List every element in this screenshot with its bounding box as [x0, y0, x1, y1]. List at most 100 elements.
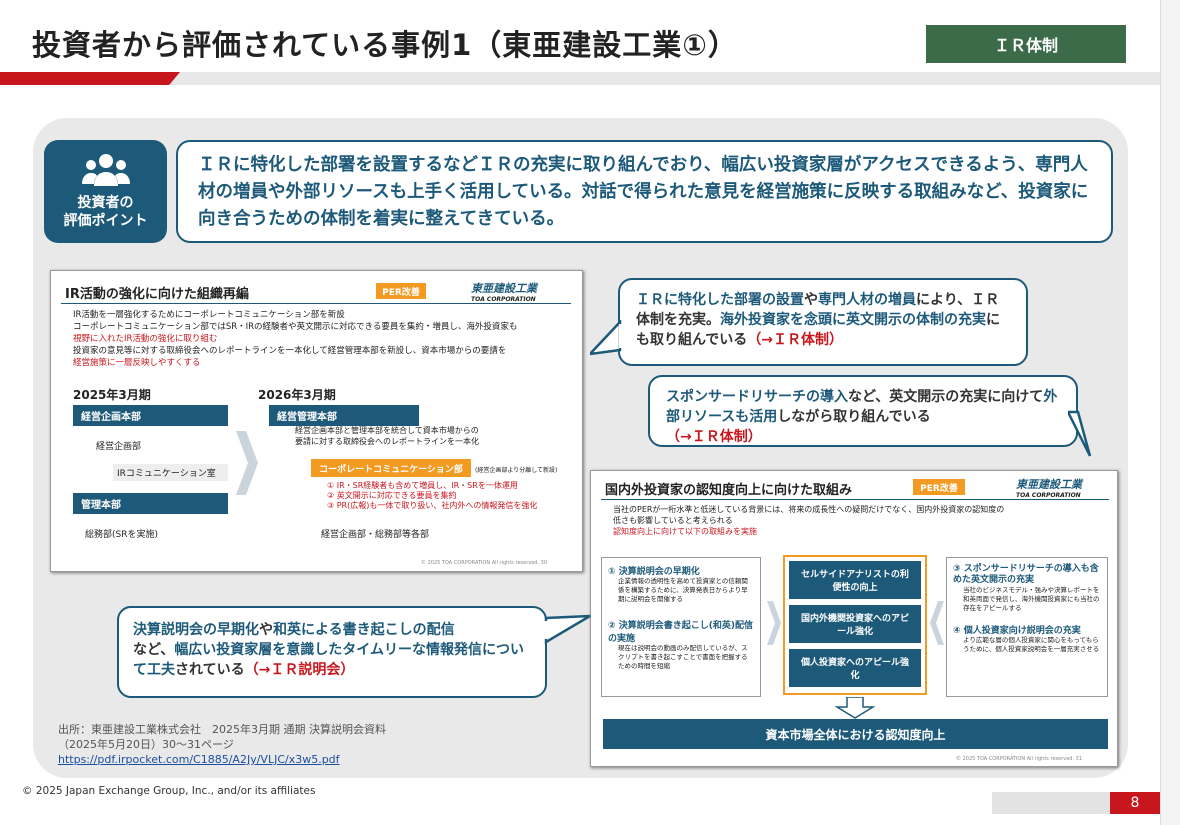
slide1-r-points: ① IR・SR経験者も含めて増員し、IR・SRを一体運用 ② 英文開示に対応でき…	[327, 481, 537, 511]
source-line-1: 出所：東亜建設工業株式会社 2025年3月期 通期 決算説明会資料	[58, 723, 386, 736]
arrow-left-icon	[930, 601, 944, 645]
slide1-bullet-1: IR活動を一層強化するためにコーポレートコミュニケーション部を新設	[73, 310, 345, 320]
slide2-logo-text: 東亜建設工業	[1016, 478, 1082, 491]
callout-earnings-briefing: 決算説明会の早期化や和英による書き起こしの配信など、幅広い投資家層を意識したタイ…	[117, 606, 547, 698]
header-accent	[0, 72, 180, 85]
footer-copyright: © 2025 Japan Exchange Group, Inc., and/o…	[22, 785, 316, 797]
slide2-bullet-1a: 当社のPERが一桁水準と低迷している背景には、将来の成長性への疑問だけでなく、国…	[613, 505, 1005, 514]
callout3-p4: など、	[133, 642, 175, 658]
slide2-logo-sub: TOA CORPORATION	[1016, 492, 1081, 499]
slide1-per-tag: PER改善	[376, 283, 426, 299]
slide1-bullet-2b: 視野に入れたIR活動の強化に取り組む	[73, 334, 218, 344]
callout3-pointer	[544, 614, 591, 645]
slide1-r-box2: コーポレートコミュニケーション部	[311, 459, 471, 477]
slide1-r-pt2: ② 英文開示に対応できる要員を集約	[327, 491, 457, 500]
callout3-p3: 和英による書き起こしの配信	[273, 622, 455, 638]
slide2-c3: 個人投資家へのアピール強化	[789, 649, 921, 687]
callout-ir-structure: ＩＲに特化した部署の設置や専門人材の増員により、ＩＲ体制を充実。海外投資家を念頭…	[618, 278, 1028, 366]
callout1-p1: ＩＲに特化した部署の設置	[636, 292, 804, 308]
slide2-right-box: ③ スポンサードリサーチの導入も含めた英文開示の充実 当社のビジネスモデル・強み…	[946, 557, 1108, 697]
slide2-l1-title: ① 決算説明会の早期化	[608, 567, 700, 577]
main-point-bubble: ＩＲに特化した部署を設置するなどＩＲの充実に取り組んでおり、幅広い投資家層がアク…	[176, 140, 1113, 243]
slide2-title: 国内外投資家の認知度向上に向けた取組み	[605, 483, 853, 498]
slide2-bullet-2: 認知度向上に向けて以下の取組みを実施	[613, 527, 757, 536]
callout3-p1: 決算説明会の早期化	[133, 622, 259, 638]
source-note: 出所：東亜建設工業株式会社 2025年3月期 通期 決算説明会資料 （2025年…	[58, 722, 386, 767]
slide2-l1-text: 企業情報の透明性を高めて投資家との信頼関係を構築するために、決算発表日からより早…	[618, 577, 748, 603]
slide2-bullets: 当社のPERが一桁水準と低迷している背景には、将来の成長性への疑問だけでなく、国…	[613, 504, 1113, 537]
slide1-logo-sub: TOA CORPORATION	[471, 296, 536, 303]
slide1-r-item: 経営企画部・総務部等各部	[321, 530, 430, 540]
arrow-right-icon	[236, 431, 258, 495]
slide1-copyright: © 2025 TOA CORPORATION All rights reserv…	[421, 560, 547, 566]
slide1-r-pt3: ③ PR(広報)も一体で取り扱い、社内外への情報発信を強化	[327, 501, 538, 510]
source-link[interactable]: https://pdf.irpocket.com/C1885/A2Jy/VLJC…	[58, 753, 340, 766]
slide1-rule	[61, 303, 571, 304]
slide2-left-box: ① 決算説明会の早期化 企業情報の透明性を高めて投資家との信頼関係を構築するため…	[601, 557, 761, 697]
callout2-p2: など、英文開示の充実に向けて	[848, 389, 1044, 405]
slide1-r-box1: 経営管理本部	[269, 405, 419, 426]
callout1-p7: （→ＩＲ体制）	[747, 332, 844, 348]
callout3-p2: や	[259, 622, 273, 638]
callout1-p3: 専門人材の増員	[818, 292, 916, 308]
callout2-p4: しながら取り組んでいる	[777, 409, 931, 425]
page-number: 8	[1110, 792, 1160, 814]
callout-sponsored-research: スポンサードリサーチの導入など、英文開示の充実に向けて外部リソースも活用しながら…	[648, 375, 1078, 447]
slide1-r-note: 経営企画本部と管理本部を統合して資本市場からの要請に対する取締役会へのレポートラ…	[295, 425, 545, 447]
main-point-text: ＩＲに特化した部署を設置するなどＩＲの充実に取り組んでおり、幅広い投資家層がアク…	[198, 155, 1089, 229]
right-edge	[1160, 0, 1180, 825]
slide1-r-pt1: ① IR・SR経験者も含めて増員し、IR・SRを一体運用	[327, 481, 518, 490]
slide2-l2-title: ② 決算説明会書き起こし(和英)配信の実施	[608, 621, 753, 644]
slide2-per-tag: PER改善	[913, 479, 965, 495]
slide1-r-note-2: 要請に対する取締役会へのレポートラインを一本化	[295, 437, 479, 446]
slide1-l-box2: 管理本部	[73, 493, 228, 514]
arrow-right-icon	[767, 601, 781, 645]
people-icon	[82, 154, 130, 186]
slide1-bullet-2a: コーポレートコミュニケーション部ではSR・IRの経験者や英文開示に対応できる要員…	[73, 322, 518, 332]
slide2-bullet-1b: 低さも影響していると考えられる	[613, 516, 733, 525]
slide2-rule	[601, 499, 1109, 500]
slide2-c1: セルサイドアナリストの利便性の向上	[789, 561, 921, 599]
slide2-l2-text: 現在は説明会の動画のみ配信しているが、スクリプトを書き起こすことで書面を把握する…	[618, 644, 748, 670]
callout1-p5: 海外投資家を念頭に英文開示の体制の充実	[720, 312, 986, 328]
slide1-l-item3: 総務部(SRを実施)	[85, 530, 158, 540]
slide2-r1-text: 当社のビジネスモデル・強みや決算レポートを和英両面で発信し、海外機関投資家にも当…	[963, 586, 1100, 612]
slide1-r-note-1: 経営企画本部と管理本部を統合して資本市場からの	[295, 426, 479, 435]
source-line-2: （2025年5月20日）30～31ページ	[58, 738, 234, 751]
slide1-bullet-3b: 経営施策に一層反映しやすくする	[73, 358, 201, 368]
slide2-r1-title: ③ スポンサードリサーチの導入も含めた英文開示の充実	[953, 564, 1099, 585]
callout2-p3: 外部リソースも活用	[666, 389, 1058, 425]
slide2-c2: 国内外機関投資家へのアピール強化	[789, 605, 921, 643]
slide2-center-box: セルサイドアナリストの利便性の向上 国内外機関投資家へのアピール強化 個人投資家…	[783, 555, 927, 695]
badge-label-1: 投資者の	[77, 195, 134, 211]
callout2-p1: スポンサードリサーチの導入	[666, 389, 848, 405]
slide1-logo-text: 東亜建設工業	[471, 282, 537, 295]
slide1-left-year: 2025年3月期	[73, 388, 151, 402]
slide1-r-box2-note: (経営企画部より分離して新設)	[475, 467, 558, 474]
callout1-p4: により、ＩＲ体制を充実。	[636, 292, 1000, 328]
slide1-bullets: IR活動を一層強化するためにコーポレートコミュニケーション部を新設 コーポレート…	[73, 309, 573, 369]
callout3-p5: 幅広い投資家層を意識したタイムリーな情報発信について工夫	[133, 642, 525, 678]
callout1-p6: にも取り組んでいる	[636, 312, 1000, 348]
callout1-p2: や	[804, 292, 818, 308]
slide2-page: 31	[1075, 756, 1083, 762]
slide1-l-box1: 経営企画本部	[73, 405, 228, 426]
slide2-copyright-text: © 2025 TOA CORPORATION All rights reserv…	[956, 756, 1075, 762]
page-title: 投資者から評価されている事例1（東亜建設工業①）	[32, 28, 738, 62]
callout2-pointer	[1068, 410, 1092, 457]
callout1-pointer	[590, 320, 622, 356]
slide2-copyright: © 2025 TOA CORPORATION All rights reserv…	[956, 756, 1082, 762]
callout3-p7: （→ＩＲ説明会）	[244, 662, 355, 678]
evaluation-badge: 投資者の評価ポイント	[44, 140, 167, 243]
slide1-copyright-text: © 2025 TOA CORPORATION All rights reserv…	[421, 560, 540, 566]
slide1-bullet-3a: 投資家の意見等に対する取締役会へのレポートラインを一本化して経営管理本部を新設し…	[73, 346, 507, 356]
badge-label-2: 評価ポイント	[63, 213, 148, 229]
slide1-page: 30	[540, 560, 548, 566]
slide1-title: IR活動の強化に向けた組織再編	[65, 287, 249, 302]
callout3-p6: されている	[175, 662, 245, 678]
category-tag: ＩＲ体制	[926, 25, 1126, 63]
